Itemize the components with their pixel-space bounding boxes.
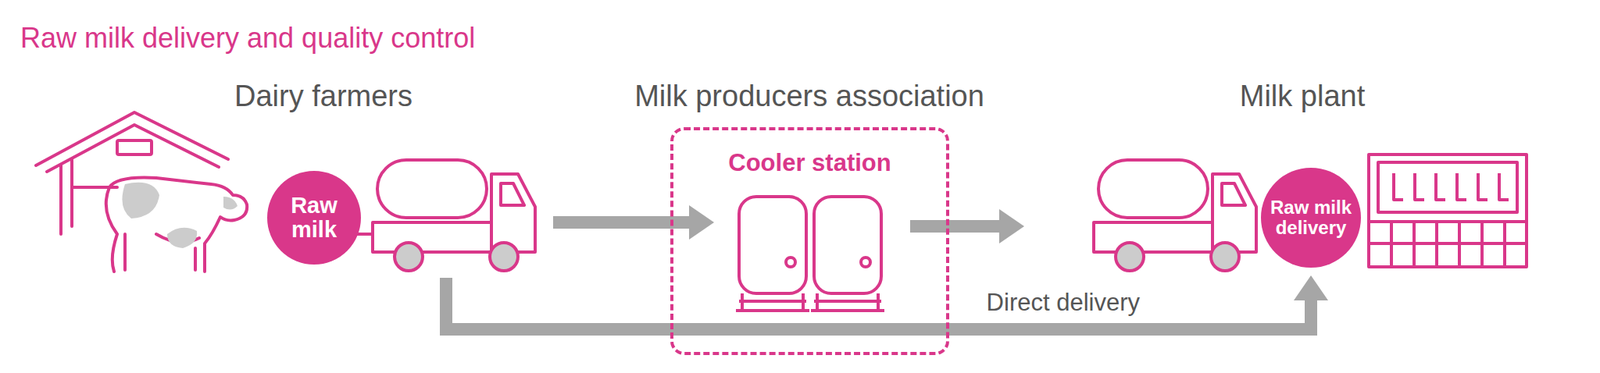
flow-arrow [553, 205, 715, 240]
arrow-shaft [910, 220, 1001, 233]
circle-text: Raw milk delivery [1267, 197, 1355, 239]
arrow-head [1293, 275, 1329, 301]
cooler-tanks [735, 196, 885, 311]
raw-milk-circle: Raw milk [267, 171, 361, 265]
flow-arrow [910, 209, 1025, 244]
tanker-truck [1093, 160, 1257, 272]
cow-illustration [106, 178, 247, 273]
region-heading: Cooler station [673, 149, 947, 178]
edge-label: Direct delivery [983, 289, 1143, 318]
arrow-head [689, 205, 715, 240]
column-heading: Dairy farmers [234, 79, 413, 114]
delivery-circle: Raw milk delivery [1260, 167, 1361, 268]
cooler-station-region: Cooler station [670, 127, 950, 356]
column-heading: Milk plant [1239, 79, 1366, 114]
arrow-head [999, 209, 1025, 244]
flow-arrow [446, 275, 1329, 330]
milk-plant-building [1368, 154, 1527, 268]
cow-patches [121, 182, 238, 249]
circle-text: Raw milk [276, 193, 352, 243]
tanker-truck [372, 160, 536, 272]
barn-illustration [35, 112, 229, 235]
arrow-shaft [446, 278, 1311, 330]
diagram-title: Raw milk delivery and quality control [20, 21, 475, 55]
column-heading: Milk producers association [634, 79, 985, 114]
